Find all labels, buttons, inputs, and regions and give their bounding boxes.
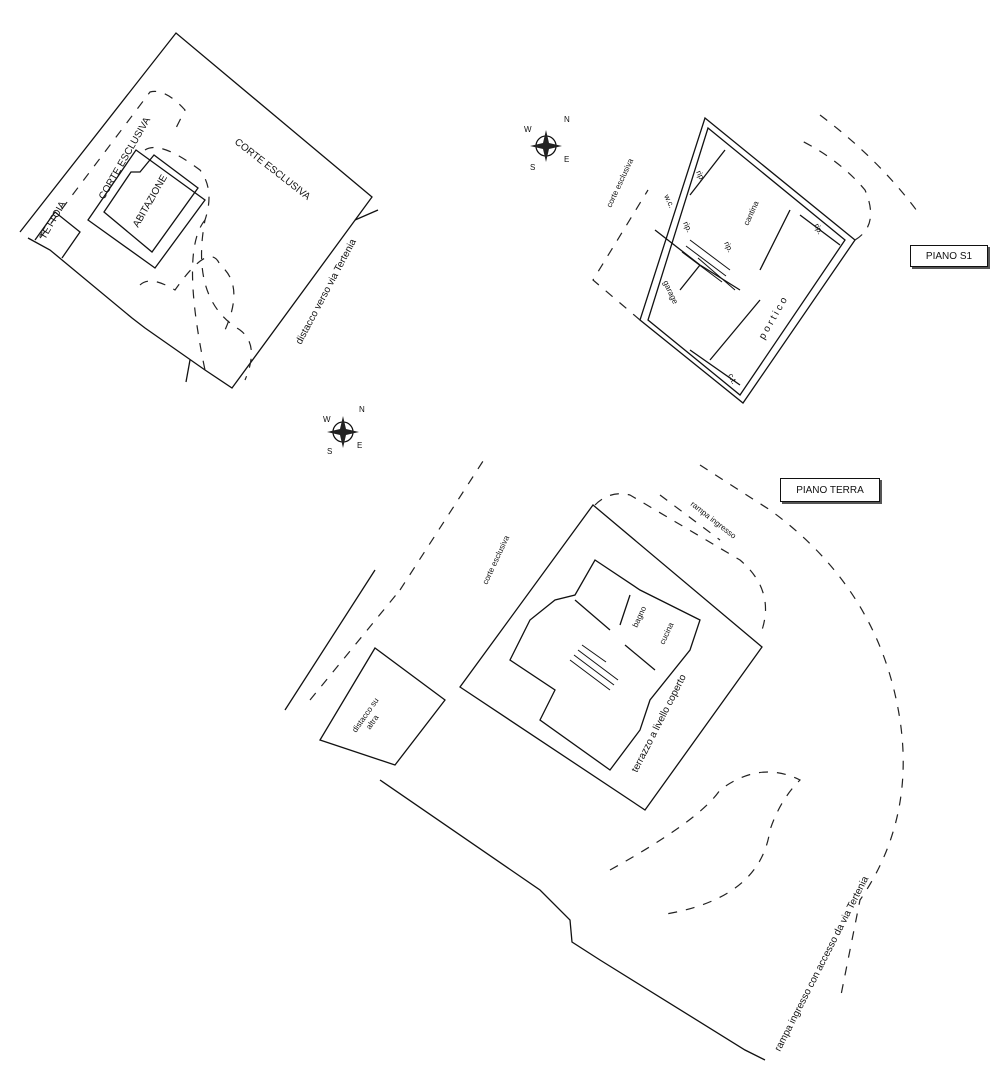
label-distacco-via-tertenia: distacco verso via Tertenia	[294, 237, 359, 346]
label-rip-3: rip.	[722, 240, 735, 254]
compass-rose-icon: N W S E	[323, 405, 365, 456]
compass-rose-icon: N W S E	[524, 115, 570, 172]
compass-n: N	[564, 115, 570, 124]
label-ct: c.t.	[726, 372, 739, 385]
label-wc: w.c.	[662, 192, 676, 209]
label-distacco-su: distacco su	[350, 696, 380, 734]
label-bagno: bagno	[631, 604, 649, 628]
compass-w: W	[323, 415, 331, 424]
piano-terra-plan: rampa ingresso corte esclusiva bagno cuc…	[284, 457, 904, 1061]
label-corte-esclusiva: corte esclusiva	[605, 157, 636, 209]
label-portico: p o r t i c o	[757, 295, 790, 341]
label-cucina: cucina	[658, 621, 676, 646]
piano-terra-title: PIANO TERRA	[780, 478, 880, 502]
label-abitazione: ABITAZIONE	[131, 173, 170, 230]
label-cantina: cantina	[742, 199, 761, 227]
compass-e: E	[564, 155, 569, 164]
compass-s: S	[530, 163, 535, 172]
label-corte-esclusiva-right: CORTE ESCLUSIVA	[232, 137, 312, 203]
compass-n: N	[359, 405, 365, 414]
label-tettoia: TETTOIA	[38, 199, 69, 241]
label-rip-4: rip.	[812, 222, 825, 236]
site-plan: CORTE ESCLUSIVA CORTE ESCLUSIVA ABITAZIO…	[19, 32, 379, 389]
compass-s: S	[327, 447, 332, 456]
piano-s1-plan: corte esclusiva rip. w.c. rip. rip. rip.…	[592, 114, 921, 404]
label-corte-esclusiva-left: CORTE ESCLUSIVA	[97, 115, 153, 201]
label-rip-2: rip.	[681, 220, 694, 234]
compass-w: W	[524, 125, 532, 134]
label-corte-esclusiva: corte esclusiva	[481, 534, 512, 586]
label-rip-1: rip.	[694, 169, 707, 183]
piano-s1-title: PIANO S1	[910, 245, 988, 267]
compass-e: E	[357, 441, 362, 450]
label-garage: garage	[661, 279, 680, 306]
label-rampa-accesso-via-tertenia: rampa ingresso con accesso da via Terten…	[773, 874, 871, 1053]
